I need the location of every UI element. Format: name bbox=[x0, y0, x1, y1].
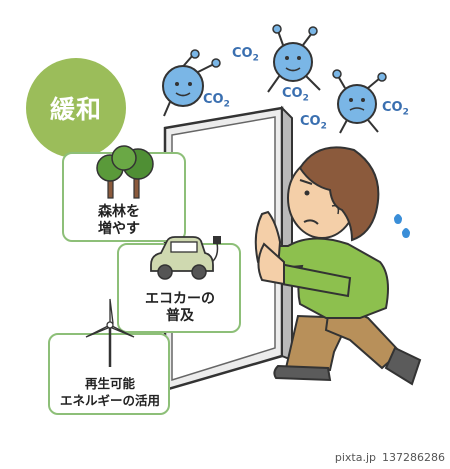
credit-site: pixta.jp bbox=[334, 451, 376, 464]
co2-label: CO2 bbox=[232, 46, 259, 64]
wind-turbine-icon bbox=[85, 298, 135, 367]
card-line: エネルギーの活用 bbox=[59, 393, 160, 408]
card-line: 増やす bbox=[98, 221, 140, 237]
co2-label: CO2 bbox=[203, 92, 230, 110]
co2-molecule-icon bbox=[267, 24, 321, 93]
co2-text: CO bbox=[282, 86, 303, 101]
card-line: 森林を bbox=[98, 204, 140, 220]
tree-icon bbox=[96, 145, 154, 199]
co2-label: CO2 bbox=[282, 86, 309, 104]
image-credit: pixta.jp 137286286 bbox=[300, 451, 445, 467]
person-pushing bbox=[254, 146, 422, 386]
card-increase-forests: 森林を 増やす bbox=[62, 145, 186, 242]
mitigation-badge: 緩和 bbox=[26, 58, 126, 158]
co2-subscript: 2 bbox=[320, 121, 327, 132]
co2-subscript: 2 bbox=[252, 53, 259, 64]
card-line: 再生可能 bbox=[84, 376, 135, 391]
co2-subscript: 2 bbox=[302, 93, 309, 104]
co2-label: CO2 bbox=[382, 100, 409, 118]
card-renewable-energy: 再生可能 エネルギーの活用 bbox=[48, 298, 170, 415]
card-line: 普及 bbox=[166, 308, 194, 324]
co2-text: CO bbox=[382, 100, 403, 115]
co2-subscript: 2 bbox=[223, 99, 230, 110]
co2-molecule-icon bbox=[332, 69, 387, 134]
badge-label: 緩和 bbox=[49, 95, 102, 124]
card-text: エコカーの 普及 bbox=[119, 291, 241, 325]
card-line: エコカーの bbox=[145, 291, 215, 307]
co2-subscript: 2 bbox=[402, 107, 409, 118]
sweat-drop-icon bbox=[402, 228, 410, 238]
co2-text: CO bbox=[203, 92, 224, 107]
sweat-drop-icon bbox=[394, 214, 402, 224]
co2-molecule-icon bbox=[162, 49, 221, 117]
co2-label: CO2 bbox=[300, 114, 327, 132]
credit-id: 137286286 bbox=[382, 451, 445, 464]
card-text: 森林を 増やす bbox=[64, 204, 174, 238]
co2-text: CO bbox=[232, 46, 253, 61]
ecocar-icon bbox=[150, 236, 221, 280]
co2-text: CO bbox=[300, 114, 321, 129]
card-text: 再生可能 エネルギーの活用 bbox=[50, 375, 170, 409]
card-eco-car: エコカーの 普及 bbox=[117, 236, 241, 333]
